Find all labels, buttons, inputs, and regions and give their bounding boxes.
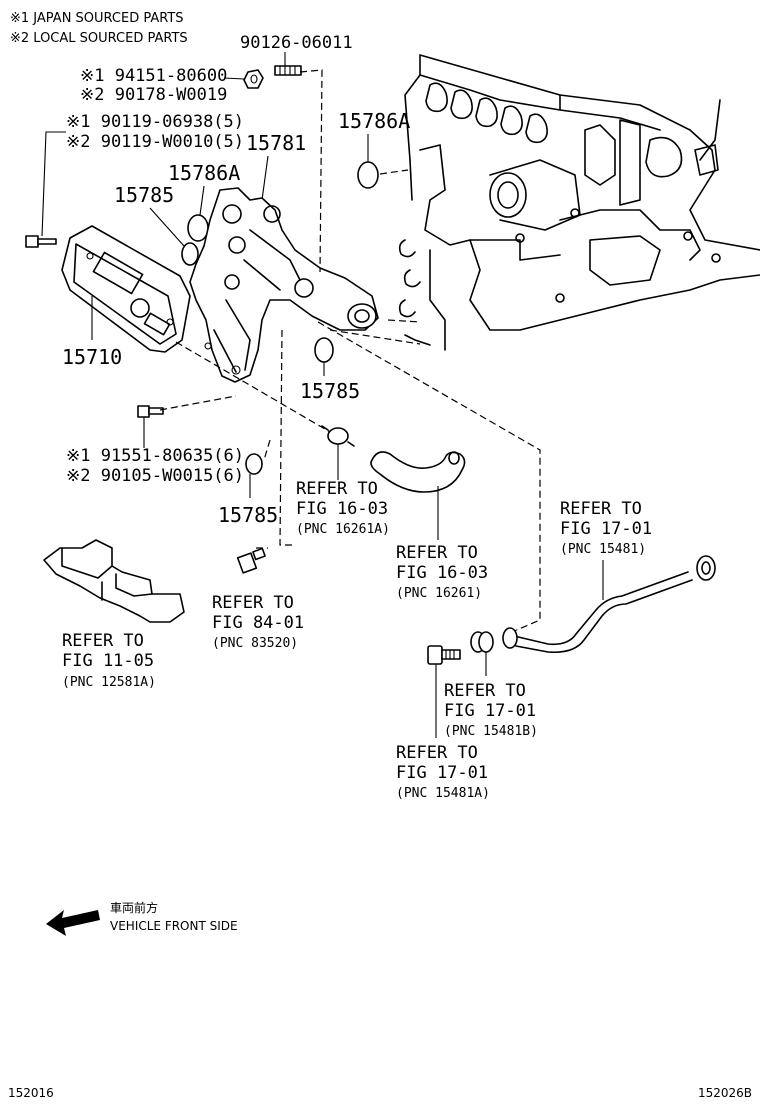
refer-r4-fig: FIG 84-01 [212,613,304,633]
label-90119-W0010: ※2 90119-W0010(5) [66,132,244,152]
label-15786A-right: 15786A [338,109,410,133]
label-90119-06938: ※1 90119-06938(5) [66,112,244,132]
label-15785-mid: 15785 [300,379,360,403]
note-japan-sourced: ※1 JAPAN SOURCED PARTS [10,11,184,26]
label-15785-lower: 15785 [218,503,278,527]
oil-pipe-drawing [502,555,716,654]
label-90105-W0015: ※2 90105-W0015(6) [66,466,244,486]
dashed-leaders [159,69,541,633]
label-90178-W0019: ※2 90178-W0019 [80,85,227,105]
bolt-icon-91551 [137,405,164,418]
o-ring-15785-lower [245,453,263,475]
label-15710: 15710 [62,345,122,369]
label-15785-left: 15785 [114,183,174,207]
refer-r5-title: REFER TO [62,631,144,651]
refer-r5-pnc: (PNC 12581A) [62,675,156,690]
oil-hose-drawing [370,451,466,493]
o-ring-15785-mid [314,337,334,363]
refer-r4-pnc: (PNC 83520) [212,636,298,651]
refer-r1-fig: FIG 16-03 [296,499,388,519]
refer-r5-fig: FIG 11-05 [62,651,154,671]
refer-r3-pnc: (PNC 15481) [560,542,646,557]
bolt-icon-90119 [25,235,57,248]
refer-r7-pnc: (PNC 15481A) [396,786,490,801]
hose-clamp-drawing [321,425,355,447]
stud-bolt-icon [274,65,302,76]
label-15781: 15781 [246,131,306,155]
o-ring-15785-left [181,242,199,266]
label-90126-06011: 90126-06011 [240,33,353,53]
label-94151-80600: ※1 94151-80600 [80,66,227,86]
engine-block-drawing [398,54,760,351]
gasket-drawing [470,631,494,653]
refer-r7-fig: FIG 17-01 [396,763,488,783]
oil-filter-bracket-15781-drawing [189,187,379,383]
engine-cover-drawing [43,539,185,623]
refer-r1-title: REFER TO [296,479,378,499]
note-local-sourced: ※2 LOCAL SOURCED PARTS [10,31,188,46]
footer-code-left: 152016 [8,1086,54,1100]
o-ring-15786A-right [357,161,379,189]
refer-r7-title: REFER TO [396,743,478,763]
refer-r3-fig: FIG 17-01 [560,519,652,539]
direction-jp: 車両前方 [110,900,158,915]
union-bolt-drawing [427,645,461,665]
refer-r6-title: REFER TO [444,681,526,701]
nut-icon [243,69,264,89]
direction-en: VEHICLE FRONT SIDE [110,919,238,933]
refer-r2-title: REFER TO [396,543,478,563]
arrow-left-icon [46,910,100,936]
oil-pressure-sensor-drawing [236,547,266,574]
o-ring-15786A-left [187,214,209,242]
refer-r4-title: REFER TO [212,593,294,613]
refer-r1-pnc: (PNC 16261A) [296,522,390,537]
footer-code-right: 152026B [698,1086,752,1100]
refer-r3-title: REFER TO [560,499,642,519]
refer-r6-pnc: (PNC 15481B) [444,724,538,739]
label-15786A-left: 15786A [168,161,240,185]
refer-r2-pnc: (PNC 16261) [396,586,482,601]
refer-r2-fig: FIG 16-03 [396,563,488,583]
label-91551-80635: ※1 91551-80635(6) [66,446,244,466]
oil-cooler-15710-drawing [61,225,191,353]
refer-r6-fig: FIG 17-01 [444,701,536,721]
